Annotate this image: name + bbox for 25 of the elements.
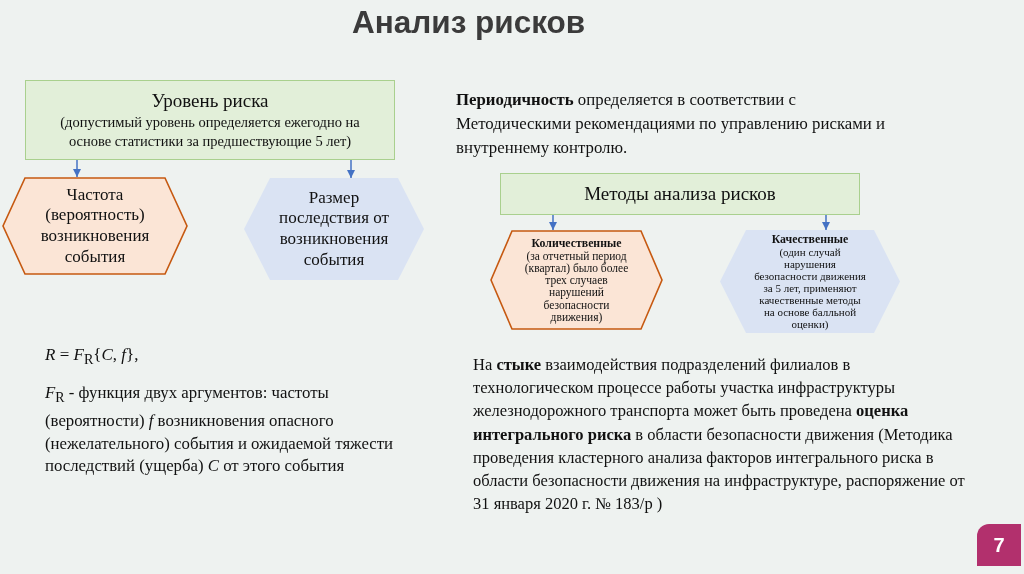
- node-text: (допустимый уровень определяется ежегодно на основе статистики за предшествующие 5 лет): [59, 113, 361, 151]
- arrow: [822, 214, 830, 231]
- paragraph: Периодичность определяется в соответствии с Методическими рекомендациями по управлению рисками и внутреннему контролю.: [456, 89, 887, 159]
- node-text: Размер последствия от возникновения события: [278, 187, 390, 271]
- hexagon-box: [244, 178, 424, 280]
- node-text: Частота (вероятность) возникновения события: [39, 184, 151, 268]
- paragraph: На стыке взаимодействия подразделений филиалов в технологическом процессе работы участка инфраструктуры железнодорожного транспорта может быть проведена оценка интегрального риска в области безопасности движения (Методика проведения кластерного анализа факторов интегрального риска в области безопасности движения на инфраструктуре, распоряжение от 31 января 2020 г. № 183/р ): [473, 354, 966, 516]
- process-box: [500, 173, 860, 215]
- arrow: [347, 159, 355, 179]
- arrow: [549, 214, 557, 231]
- formula: R = F$_{R}${C, f},: [45, 344, 139, 370]
- node-heading: Количественные: [531, 237, 622, 251]
- node-heading: Качественные: [771, 232, 849, 246]
- hexagon-box: [2, 177, 188, 275]
- hexagon-box: [490, 230, 663, 330]
- node-text: Методы анализа рисков: [584, 182, 776, 206]
- slide-title: Анализ рисков: [352, 4, 586, 41]
- node-text: (за отчетный период (квартал) было более трех случаев нарушений безопасности движения): [523, 250, 630, 323]
- node-heading: Уровень риска: [151, 89, 269, 114]
- hexagon-box: [720, 230, 900, 333]
- node-text: (один случай нарушения безопасности движения за 5 лет, применяют качественные методы на основе балльной оценки): [753, 245, 867, 331]
- process-box: [25, 80, 395, 160]
- paragraph: F$_{R}$ - функция двух аргументов: частоты (вероятности) f возникновения опасного (нежелательного) события и ожидаемой тяжести последствий (ущерба) C от этого события: [45, 382, 395, 478]
- page-number: 7: [977, 524, 1021, 566]
- arrow: [73, 159, 81, 178]
